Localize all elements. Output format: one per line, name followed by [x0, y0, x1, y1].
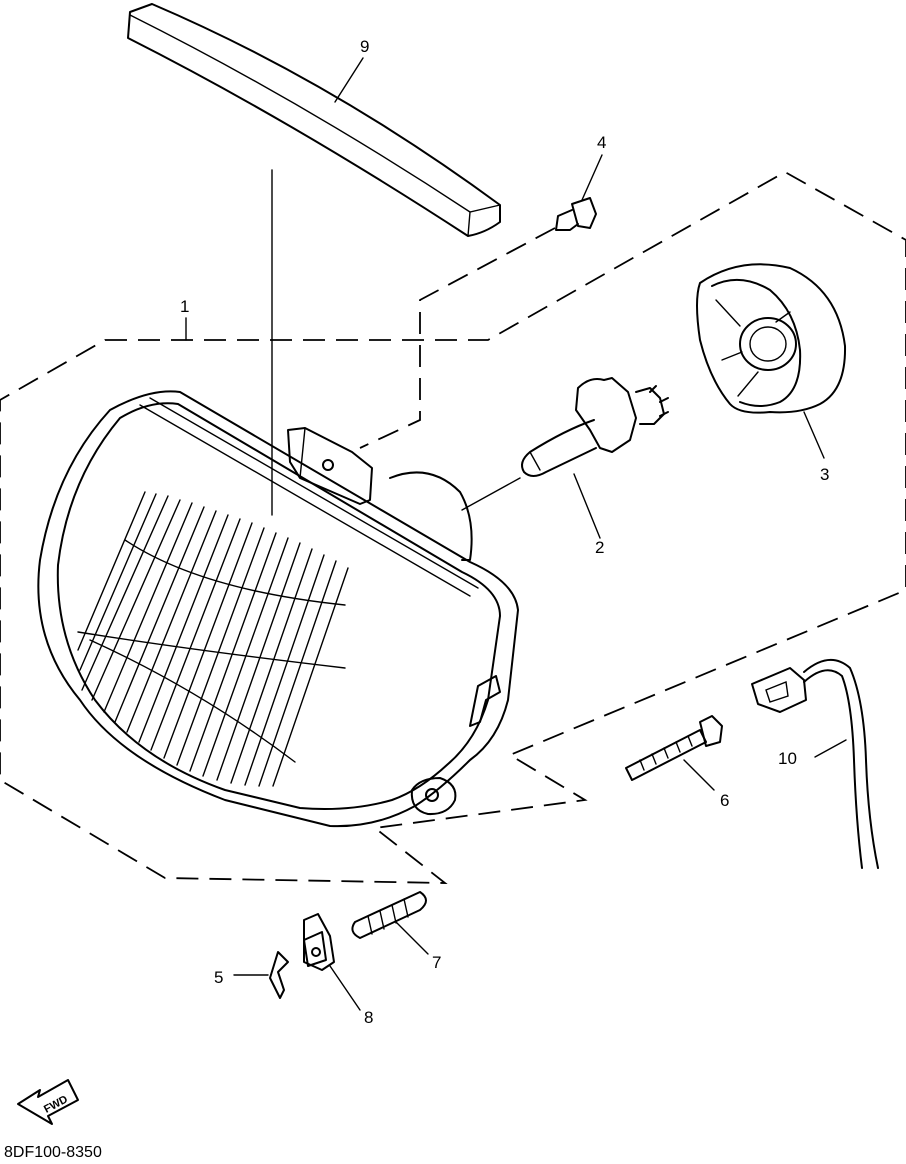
callout-labels: 1 2 3 4 5 6 7 8 9 10 — [180, 37, 829, 1027]
callout-9: 9 — [360, 37, 369, 56]
part-9-pad — [127, 3, 501, 516]
part-8-nut — [303, 913, 361, 1011]
assembly-boundary — [0, 170, 906, 884]
figure-code: 8DF100-8350 — [4, 1144, 102, 1161]
part-3-cover — [696, 263, 847, 459]
part-5-clip — [233, 951, 289, 999]
callout-1: 1 — [180, 297, 189, 316]
fwd-arrow-icon: FWD — [17, 1079, 79, 1125]
callout-2: 2 — [595, 538, 604, 557]
callout-10: 10 — [778, 749, 797, 768]
part-1-headlight-unit — [37, 390, 519, 828]
part-7-spring — [351, 891, 429, 955]
lens-pattern — [77, 491, 349, 787]
callout-8: 8 — [364, 1008, 373, 1027]
part-6-bolt — [625, 715, 723, 791]
callout-4: 4 — [597, 133, 606, 152]
callout-7: 7 — [432, 953, 441, 972]
callout-5: 5 — [214, 968, 223, 987]
part-10-wire-harness — [751, 659, 879, 869]
callout-3: 3 — [820, 465, 829, 484]
part-2-bulb — [461, 377, 669, 539]
part-4-screw — [555, 154, 603, 231]
callout-6: 6 — [720, 791, 729, 810]
